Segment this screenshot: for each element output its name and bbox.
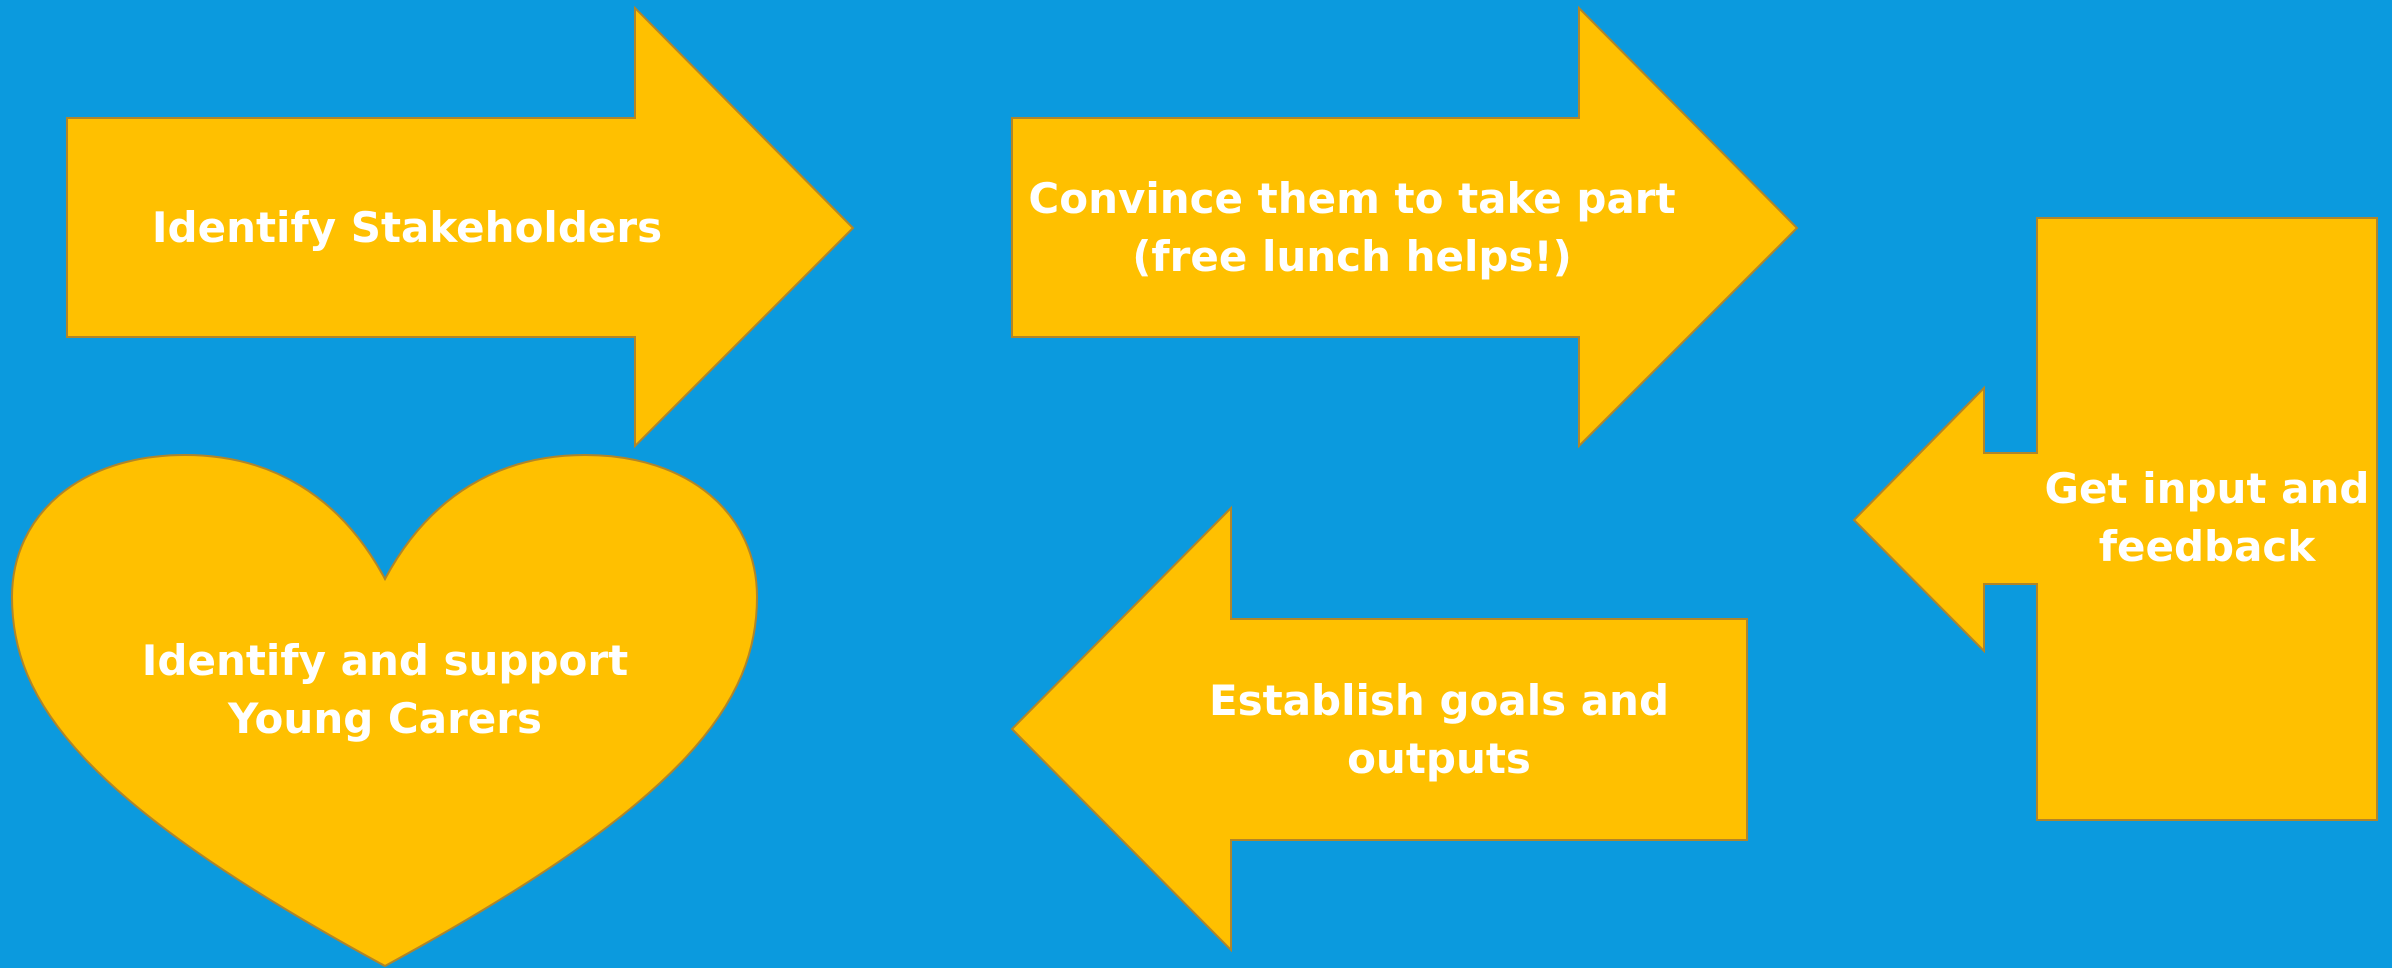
get-input-label: Get input and feedback — [2044, 464, 2370, 571]
get-input-callout — [1852, 217, 2378, 821]
young-carers-heart — [10, 453, 759, 968]
convince-them-label: Convince them to take part (free lunch h… — [1028, 173, 1676, 281]
establish-goals-label: Establish goals and outputs — [1208, 675, 1670, 783]
convince-them-arrow — [1011, 5, 1799, 449]
identify-stakeholders-arrow — [66, 5, 855, 449]
establish-goals-arrow — [1010, 505, 1748, 953]
identify-stakeholders-label: Identify Stakeholders — [151, 202, 663, 252]
young-carers-label: Identify and support Young Carers — [141, 636, 629, 743]
